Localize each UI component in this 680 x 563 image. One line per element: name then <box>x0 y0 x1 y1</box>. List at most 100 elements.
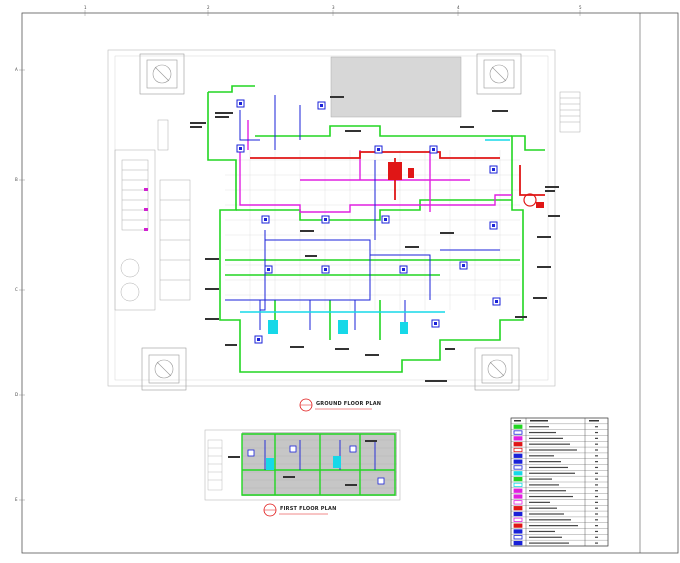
legend-description <box>529 455 554 457</box>
legend-description <box>529 536 562 538</box>
corner-tower-nw <box>139 53 185 95</box>
legend-symbol <box>513 517 523 522</box>
cyan-circuit <box>240 139 510 313</box>
legend-symbol <box>513 523 523 528</box>
legend-quantity <box>595 525 598 527</box>
legend-description <box>529 501 550 503</box>
first-floor-plan <box>204 429 401 501</box>
legend-symbol <box>513 436 523 441</box>
legend-symbol <box>513 453 523 458</box>
legend-description <box>529 449 577 451</box>
left-wing-markers <box>144 188 148 231</box>
legend-symbol <box>513 465 523 470</box>
legend-symbol <box>513 476 523 482</box>
legend-quantity <box>595 495 598 498</box>
grid-ticks <box>19 10 581 501</box>
green-circuit <box>207 85 545 373</box>
legend-quantity <box>595 513 598 515</box>
ground-floor-title-block <box>299 398 372 412</box>
legend-header-text <box>514 420 521 422</box>
legend-description <box>529 525 578 527</box>
legend-quantity <box>595 449 598 451</box>
corner-tower-sw <box>141 347 187 391</box>
grid-number-5: 5 <box>579 5 582 10</box>
legend-description <box>529 490 566 492</box>
legend-description <box>529 495 573 498</box>
magenta-circuit <box>239 120 512 213</box>
building-outline <box>107 49 556 387</box>
legend-quantity <box>595 455 598 457</box>
legend-description <box>529 519 571 521</box>
legend-quantity <box>595 484 598 486</box>
legend-quantity <box>595 443 598 445</box>
legend-symbol <box>513 482 523 488</box>
legend-symbol <box>513 529 523 534</box>
legend-quantity <box>595 478 598 480</box>
legend-quantity <box>595 490 598 492</box>
ground-floor-plan <box>107 49 581 391</box>
legend-symbol <box>513 447 523 453</box>
legend-description <box>529 443 570 445</box>
legend-quantity <box>595 530 598 533</box>
legend-symbol <box>513 424 523 429</box>
grid-number-1: 1 <box>84 5 87 10</box>
red-blocks <box>388 162 544 208</box>
legend-description <box>529 431 556 434</box>
legend-quantity <box>595 501 598 503</box>
legend-description <box>529 478 552 480</box>
legend-table <box>510 417 609 547</box>
legend-description <box>529 461 561 463</box>
legend-quantity <box>595 431 598 434</box>
corner-tower-se <box>474 347 520 391</box>
legend-symbol <box>513 506 523 511</box>
legend-description <box>529 472 575 474</box>
cyan-blocks <box>268 320 408 334</box>
grid-letter-c: C <box>15 287 18 292</box>
legend-symbol <box>513 494 523 499</box>
right-wing-stair <box>559 91 581 133</box>
legend-description <box>529 484 559 486</box>
grid-number-4: 4 <box>457 5 460 10</box>
ground-floor-plan-title: GROUND FLOOR PLAN <box>316 401 382 407</box>
legend-quantity <box>595 426 598 428</box>
legend-quantity <box>595 519 598 521</box>
legend-quantity <box>595 536 598 538</box>
legend-quantity <box>595 466 598 469</box>
legend-description <box>529 426 549 428</box>
legend-quantity <box>595 542 598 544</box>
legend-symbol <box>513 471 523 476</box>
legend-description <box>529 530 555 533</box>
corner-tower-ne <box>476 53 522 95</box>
grid-letter-d: D <box>15 392 19 397</box>
blue-circuit <box>225 95 500 330</box>
legend-symbol <box>513 430 523 435</box>
first-floor-title-block <box>263 503 328 517</box>
legend-description <box>529 542 569 544</box>
legend-quantity <box>595 461 598 463</box>
legend-symbol <box>513 511 523 517</box>
annotation-marks <box>190 96 560 382</box>
legend-description <box>529 437 563 439</box>
legend-description <box>529 507 557 509</box>
sheet-border <box>21 12 679 554</box>
gray-block <box>330 56 462 118</box>
legend-header-text <box>589 420 599 422</box>
legend-symbol <box>513 488 523 493</box>
grid-letter-a: A <box>15 67 18 72</box>
first-floor-plan-title: FIRST FLOOR PLAN <box>280 506 337 512</box>
grid-letter-e: E <box>15 497 18 502</box>
legend-header-text <box>530 420 548 422</box>
legend-symbol <box>513 500 523 505</box>
interior-grid <box>225 150 520 310</box>
first-floor-stair <box>207 439 223 491</box>
device-fills <box>239 102 498 341</box>
legend-quantity <box>595 437 598 439</box>
grid-number-2: 2 <box>207 5 210 10</box>
legend-symbol <box>513 540 523 546</box>
legend-quantity <box>595 472 598 474</box>
legend-symbol <box>513 442 523 447</box>
legend-description <box>529 466 568 469</box>
legend-description <box>529 513 564 515</box>
grid-number-3: 3 <box>332 5 335 10</box>
legend-symbol <box>513 459 523 464</box>
